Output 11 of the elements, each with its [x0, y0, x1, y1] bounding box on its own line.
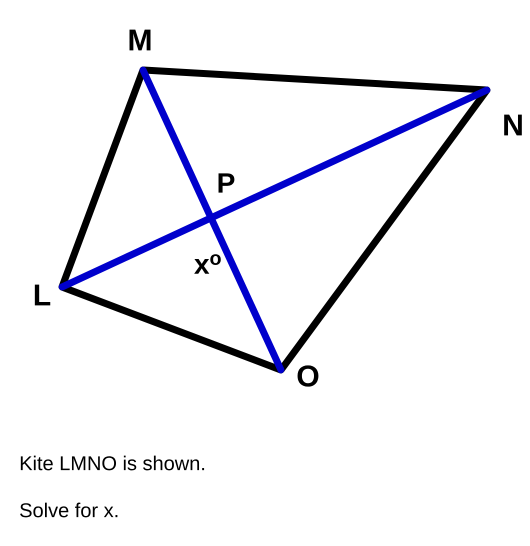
- point-label: P: [218, 173, 234, 193]
- vertex-label: L: [34, 284, 50, 306]
- diagonal-line: [140, 66, 284, 374]
- vertex-label: M: [130, 30, 150, 50]
- caption-text: Kite LMNO is shown.: [20, 456, 204, 470]
- vertex-label: O: [298, 365, 318, 387]
- caption-text: Solve for x.: [20, 502, 118, 518]
- side-line: [58, 66, 146, 290]
- vertex-label: N: [504, 114, 522, 136]
- diagonal-line: [58, 86, 490, 290]
- angle-label: x$^{o}$: [194, 254, 221, 274]
